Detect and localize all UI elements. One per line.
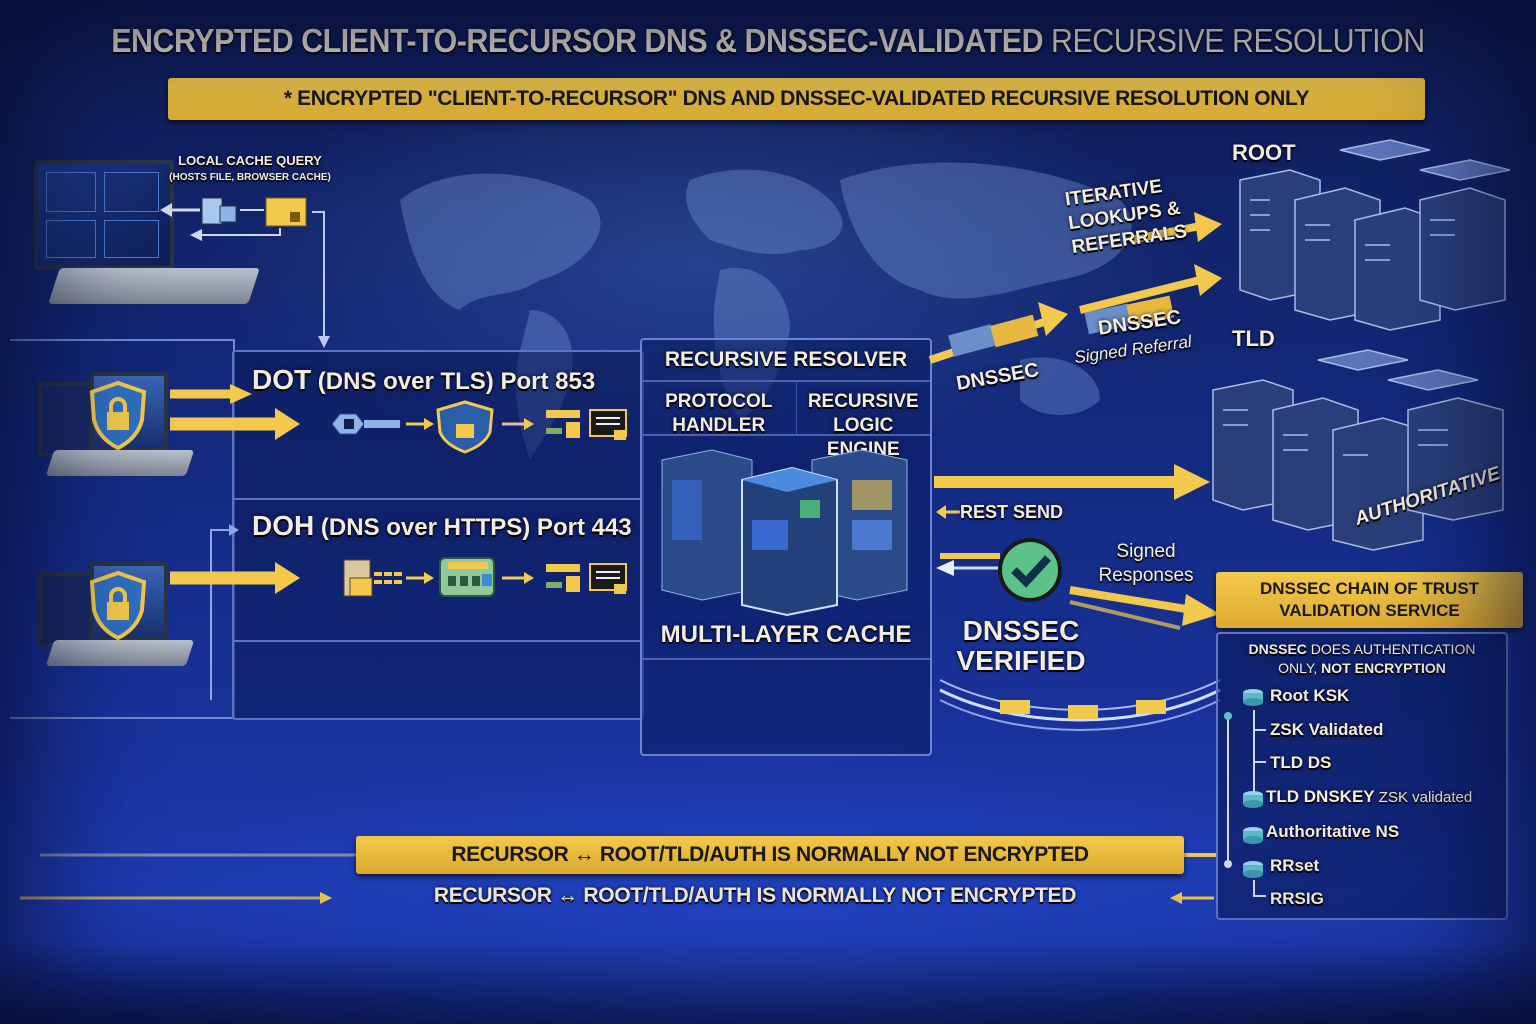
dnssec-packet-icon (1084, 295, 1175, 335)
doh-flow (170, 557, 627, 597)
scope-banner: * ENCRYPTED "CLIENT-TO-RECURSOR" DNS AND… (168, 78, 1425, 120)
doh-label: DOH (DNS over HTTPS) Port 443 (252, 510, 632, 542)
chain-of-trust-panel: DNSSEC DOES AUTHENTICATION ONLY, NOT ENC… (1216, 632, 1508, 920)
doh-acronym: DOH (252, 510, 315, 541)
note-text-2: ONLY, (1278, 660, 1322, 676)
dnssec-packet-icon (948, 314, 1039, 357)
shield-lock-icon (89, 570, 147, 641)
chain-of-trust-header: DNSSEC CHAIN OF TRUST VALIDATION SERVICE (1216, 572, 1523, 628)
encrypted-tunnel-icon (939, 679, 1221, 731)
chain-tree-lines (1224, 710, 1266, 897)
tld-dnskey-extra: ZSK validated (1374, 789, 1473, 806)
chain-note: DNSSEC DOES AUTHENTICATION ONLY, NOT ENC… (1218, 640, 1506, 678)
server-center-icon (741, 466, 838, 617)
multi-layer-cache-label: MULTI-LAYER CACHE (642, 612, 930, 660)
tld-dnskey-label: TLD DNSKEY (1266, 787, 1375, 806)
dnssec-verified-check-icon (998, 538, 1062, 602)
key-icon (331, 413, 400, 435)
server-left-icon (661, 449, 753, 601)
dot-label: DOT (DNS over TLS) Port 853 (252, 364, 595, 396)
rrset-database-icon (1242, 860, 1264, 878)
title-light: RECURSIVE RESOLUTION (1051, 22, 1425, 59)
dnssec-verified-label: DNSSEC VERIFIED (946, 616, 1096, 676)
key-lock-icon (546, 410, 580, 438)
recursive-resolver-panel: RECURSIVE RESOLVER PROTOCOL HANDLER RECU… (640, 338, 932, 756)
rest-send-label: REST SEND (960, 502, 1064, 522)
document-icon (589, 409, 627, 440)
document-icon (201, 197, 237, 225)
doh-connector (210, 524, 239, 700)
dot-flow (170, 384, 627, 454)
iterative-lookup-arrows (928, 212, 1222, 364)
protocol-handler-label: PROTOCOL HANDLER (665, 391, 773, 436)
page-title: ENCRYPTED CLIENT-TO-RECURSOR DNS & DNSSE… (61, 22, 1474, 60)
chain-item-tld-ds: TLD DS (1270, 753, 1332, 772)
chain-item-root-ksk: Root KSK (1270, 686, 1350, 705)
tld-authoritative-server-cluster (1212, 349, 1504, 551)
root-ksk-database-icon (1242, 688, 1264, 706)
local-cache-flow (160, 197, 330, 348)
note-not-encryption: NOT ENCRYPTION (1321, 660, 1446, 676)
verified-line-2: VERIFIED (956, 645, 1086, 676)
tld-label: TLD (1232, 326, 1275, 351)
not-encrypted-text: RECURSOR ↔ ROOT/TLD/AUTH IS NORMALLY NOT… (433, 884, 1077, 907)
document-icon (589, 563, 627, 594)
chain-item-zsk-validated: ZSK Validated (1270, 720, 1384, 739)
root-server-rack-icon (1354, 207, 1441, 331)
file-icon (343, 559, 373, 597)
auth-server-rack-icon (1407, 397, 1504, 521)
local-cache-subtitle: (HOSTS FILE, BROWSER CACHE) (169, 172, 331, 183)
shield-lock-icon (89, 380, 147, 451)
not-encrypted-banner: RECURSOR ↔ ROOT/TLD/AUTH IS NORMALLY NOT… (356, 836, 1184, 874)
root-server-cluster (1239, 139, 1511, 331)
resolver-title: RECURSIVE RESOLVER (642, 340, 930, 382)
local-cache-label: LOCAL CACHE QUERY (HOSTS FILE, BROWSER C… (140, 152, 360, 186)
tld-dnskey-database-icon (1242, 790, 1264, 808)
dot-description: (DNS over TLS) Port 853 (317, 368, 596, 395)
chain-item-tld-dnskey: TLD DNSKEY ZSK validated (1266, 787, 1472, 807)
cache-lock-icon (265, 197, 307, 227)
resolver-server-icon (661, 449, 908, 617)
authoritative-ns-database-icon (1242, 826, 1264, 844)
local-client-laptop (14, 150, 274, 310)
note-dnssec: DNSSEC (1248, 641, 1307, 657)
title-bold: ENCRYPTED CLIENT-TO-RECURSOR DNS & DNSSE… (111, 22, 1044, 59)
bottom-flow-lines (20, 853, 1216, 904)
local-cache-title: LOCAL CACHE QUERY (178, 153, 322, 168)
key-lock-icon (546, 564, 580, 592)
response-flows (934, 464, 1221, 731)
chain-item-rrset: RRset (1270, 856, 1320, 875)
chain-item-rrsig: RRSIG (1270, 889, 1324, 908)
dot-acronym: DOT (252, 364, 312, 395)
root-label: ROOT (1232, 140, 1296, 165)
verified-line-1: DNSSEC (962, 615, 1080, 646)
recursive-logic-engine-label: RECURSIVE LOGIC ENGINE (795, 382, 931, 460)
root-server-rack-icon (1419, 187, 1506, 311)
auth-server-rack-icon (1332, 417, 1424, 551)
note-text-1: DOES AUTHENTICATION (1306, 641, 1476, 657)
doh-description: (DNS over HTTPS) Port 443 (320, 514, 632, 541)
http-packet-icon (439, 557, 495, 597)
chain-item-authoritative-ns: Authoritative NS (1266, 822, 1400, 841)
signed-responses-label: Signed Responses (1098, 541, 1194, 586)
shield-lock-icon (436, 400, 494, 454)
